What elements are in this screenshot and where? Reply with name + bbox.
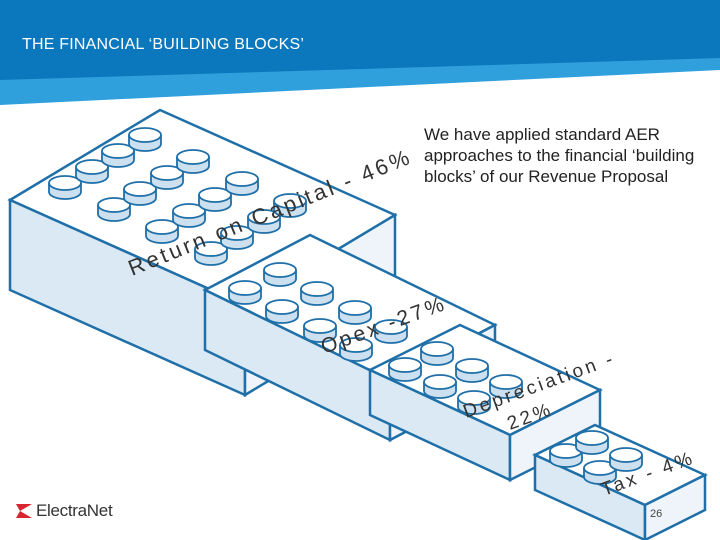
- electranet-logo: ElectraNet: [14, 501, 113, 521]
- header-banner: THE FINANCIAL ‘BUILDING BLOCKS’: [0, 0, 720, 110]
- intro-text: We have applied standard AER approaches …: [424, 125, 695, 186]
- page-title: THE FINANCIAL ‘BUILDING BLOCKS’: [22, 36, 305, 53]
- electranet-logo-mark: [16, 504, 32, 518]
- header-dark-band: [0, 0, 720, 80]
- brick-depreciation: Depreciation - 22%: [367, 323, 618, 483]
- logo-text: ElectraNet: [36, 501, 113, 520]
- header-background: [0, 0, 720, 105]
- brick-tax: Tax - 4%: [532, 423, 708, 540]
- page-number: 26: [650, 508, 663, 520]
